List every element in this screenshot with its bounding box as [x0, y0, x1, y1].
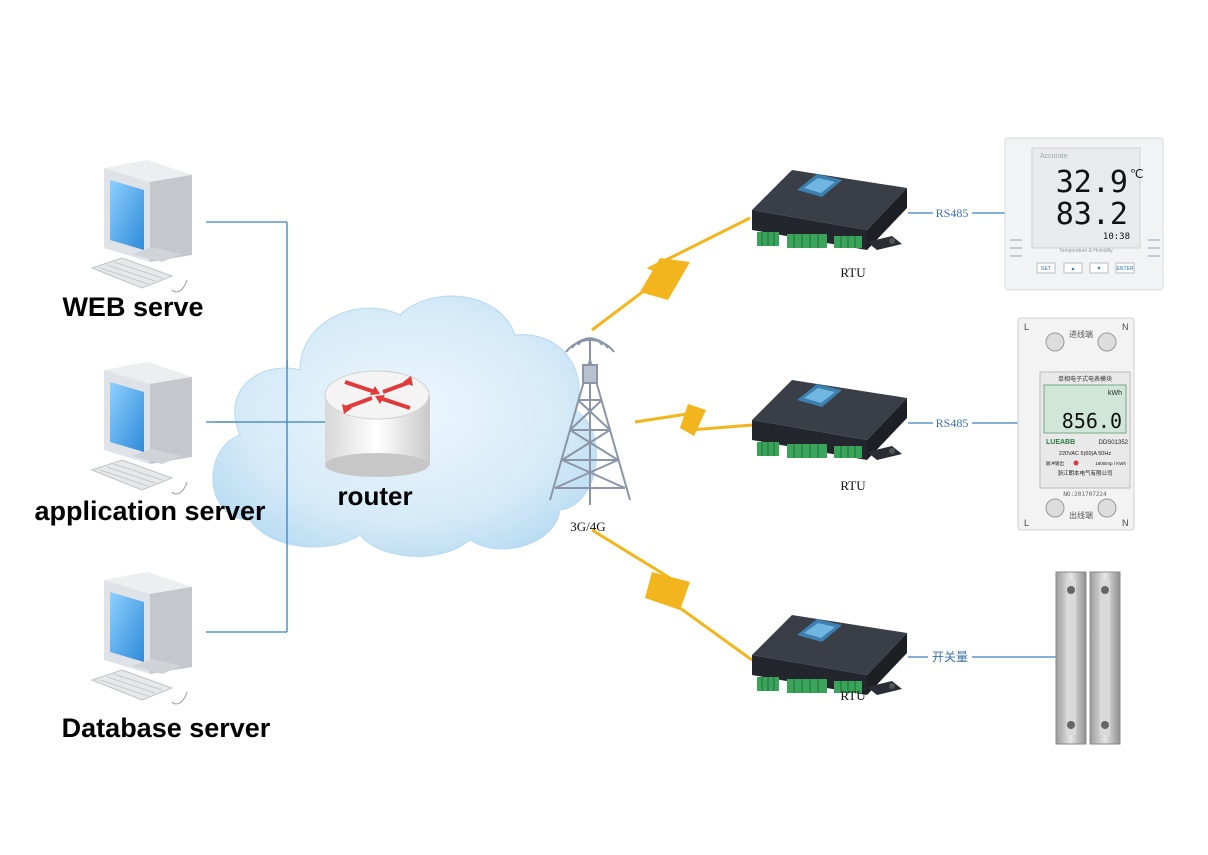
wireless-link-3 — [591, 528, 753, 662]
time-readout: 10:38 — [1103, 232, 1130, 242]
meter-model: DDS01352 — [1099, 440, 1129, 446]
temp-humidity-sensor: Accurate 32.9 ℃ 83.2 10:38 Temperature &… — [1004, 137, 1164, 291]
rtu-device-3 — [751, 614, 908, 696]
meter-terminal-l-bottom: L — [1024, 518, 1029, 528]
rtu-label-3: RTU — [840, 688, 866, 703]
meter-terminal-l-top: L — [1024, 322, 1029, 332]
door-switch-sensor — [1055, 571, 1121, 745]
wireless-link-2 — [634, 404, 753, 436]
meter-maker: 浙江朗本电气有限公司 — [1057, 469, 1112, 477]
meter-reading: 856.0 — [1062, 409, 1122, 433]
meter-title: 单相电子式电表模块 — [1058, 375, 1112, 383]
meter-terminal-n-bottom: N — [1122, 518, 1129, 528]
rtu-device-2 — [751, 379, 908, 461]
server-label-application: application server — [34, 496, 266, 526]
rtu-device-1 — [751, 169, 908, 251]
cell-tower-icon — [549, 337, 631, 505]
router-icon — [324, 370, 430, 477]
sensor-caption: Temperature & Humidity — [1059, 248, 1113, 254]
meter-pulse-led — [1073, 460, 1079, 466]
meter-pulse-label: 脉冲输出 — [1046, 460, 1064, 467]
meter-top-label: 进线端 — [1069, 329, 1093, 339]
computer-icon-web — [91, 159, 193, 293]
meter-pulse: 1600imp / KWh — [1095, 461, 1126, 466]
wireless-link-1 — [591, 216, 751, 332]
sensor-brand: Accurate — [1040, 153, 1068, 160]
sensor-set-button[interactable]: SET — [1041, 266, 1051, 272]
link-label-1: RS485 — [936, 206, 969, 220]
temperature-unit: ℃ — [1130, 167, 1143, 181]
temperature-readout: 32.9 — [1056, 165, 1128, 200]
meter-unit: kWh — [1108, 390, 1122, 397]
sensor-up-button[interactable]: ▲ — [1071, 266, 1076, 272]
sensor-enter-button[interactable]: ENTER — [1117, 266, 1134, 272]
router-label: router — [337, 481, 412, 511]
humidity-readout: 83.2 — [1056, 197, 1128, 232]
server-label-database: Database server — [62, 713, 271, 743]
meter-serial: NO:201707224 — [1063, 491, 1107, 498]
computer-icon-database — [91, 571, 193, 705]
link-label-2: RS485 — [936, 416, 969, 430]
meter-bottom-label: 出线端 — [1069, 510, 1093, 520]
meter-brand: LUEABB — [1046, 439, 1075, 446]
energy-meter: L N 进线端 单相电子式电表模块 kWh 856.0 LUEABB DDS01… — [1017, 317, 1135, 531]
computer-icon-application — [91, 361, 193, 495]
rtu-label-1: RTU — [840, 265, 866, 280]
meter-spec: 220VAC 5(60)A 50Hz — [1059, 451, 1111, 457]
meter-terminal-n-top: N — [1122, 322, 1129, 332]
rtu-label-2: RTU — [840, 478, 866, 493]
sensor-down-button[interactable]: ▼ — [1097, 266, 1102, 272]
link-label-3: 开关量 — [932, 650, 968, 664]
tower-label: 3G/4G — [570, 519, 605, 534]
server-label-web: WEB serve — [62, 292, 203, 322]
sensor-links — [908, 212, 1058, 658]
